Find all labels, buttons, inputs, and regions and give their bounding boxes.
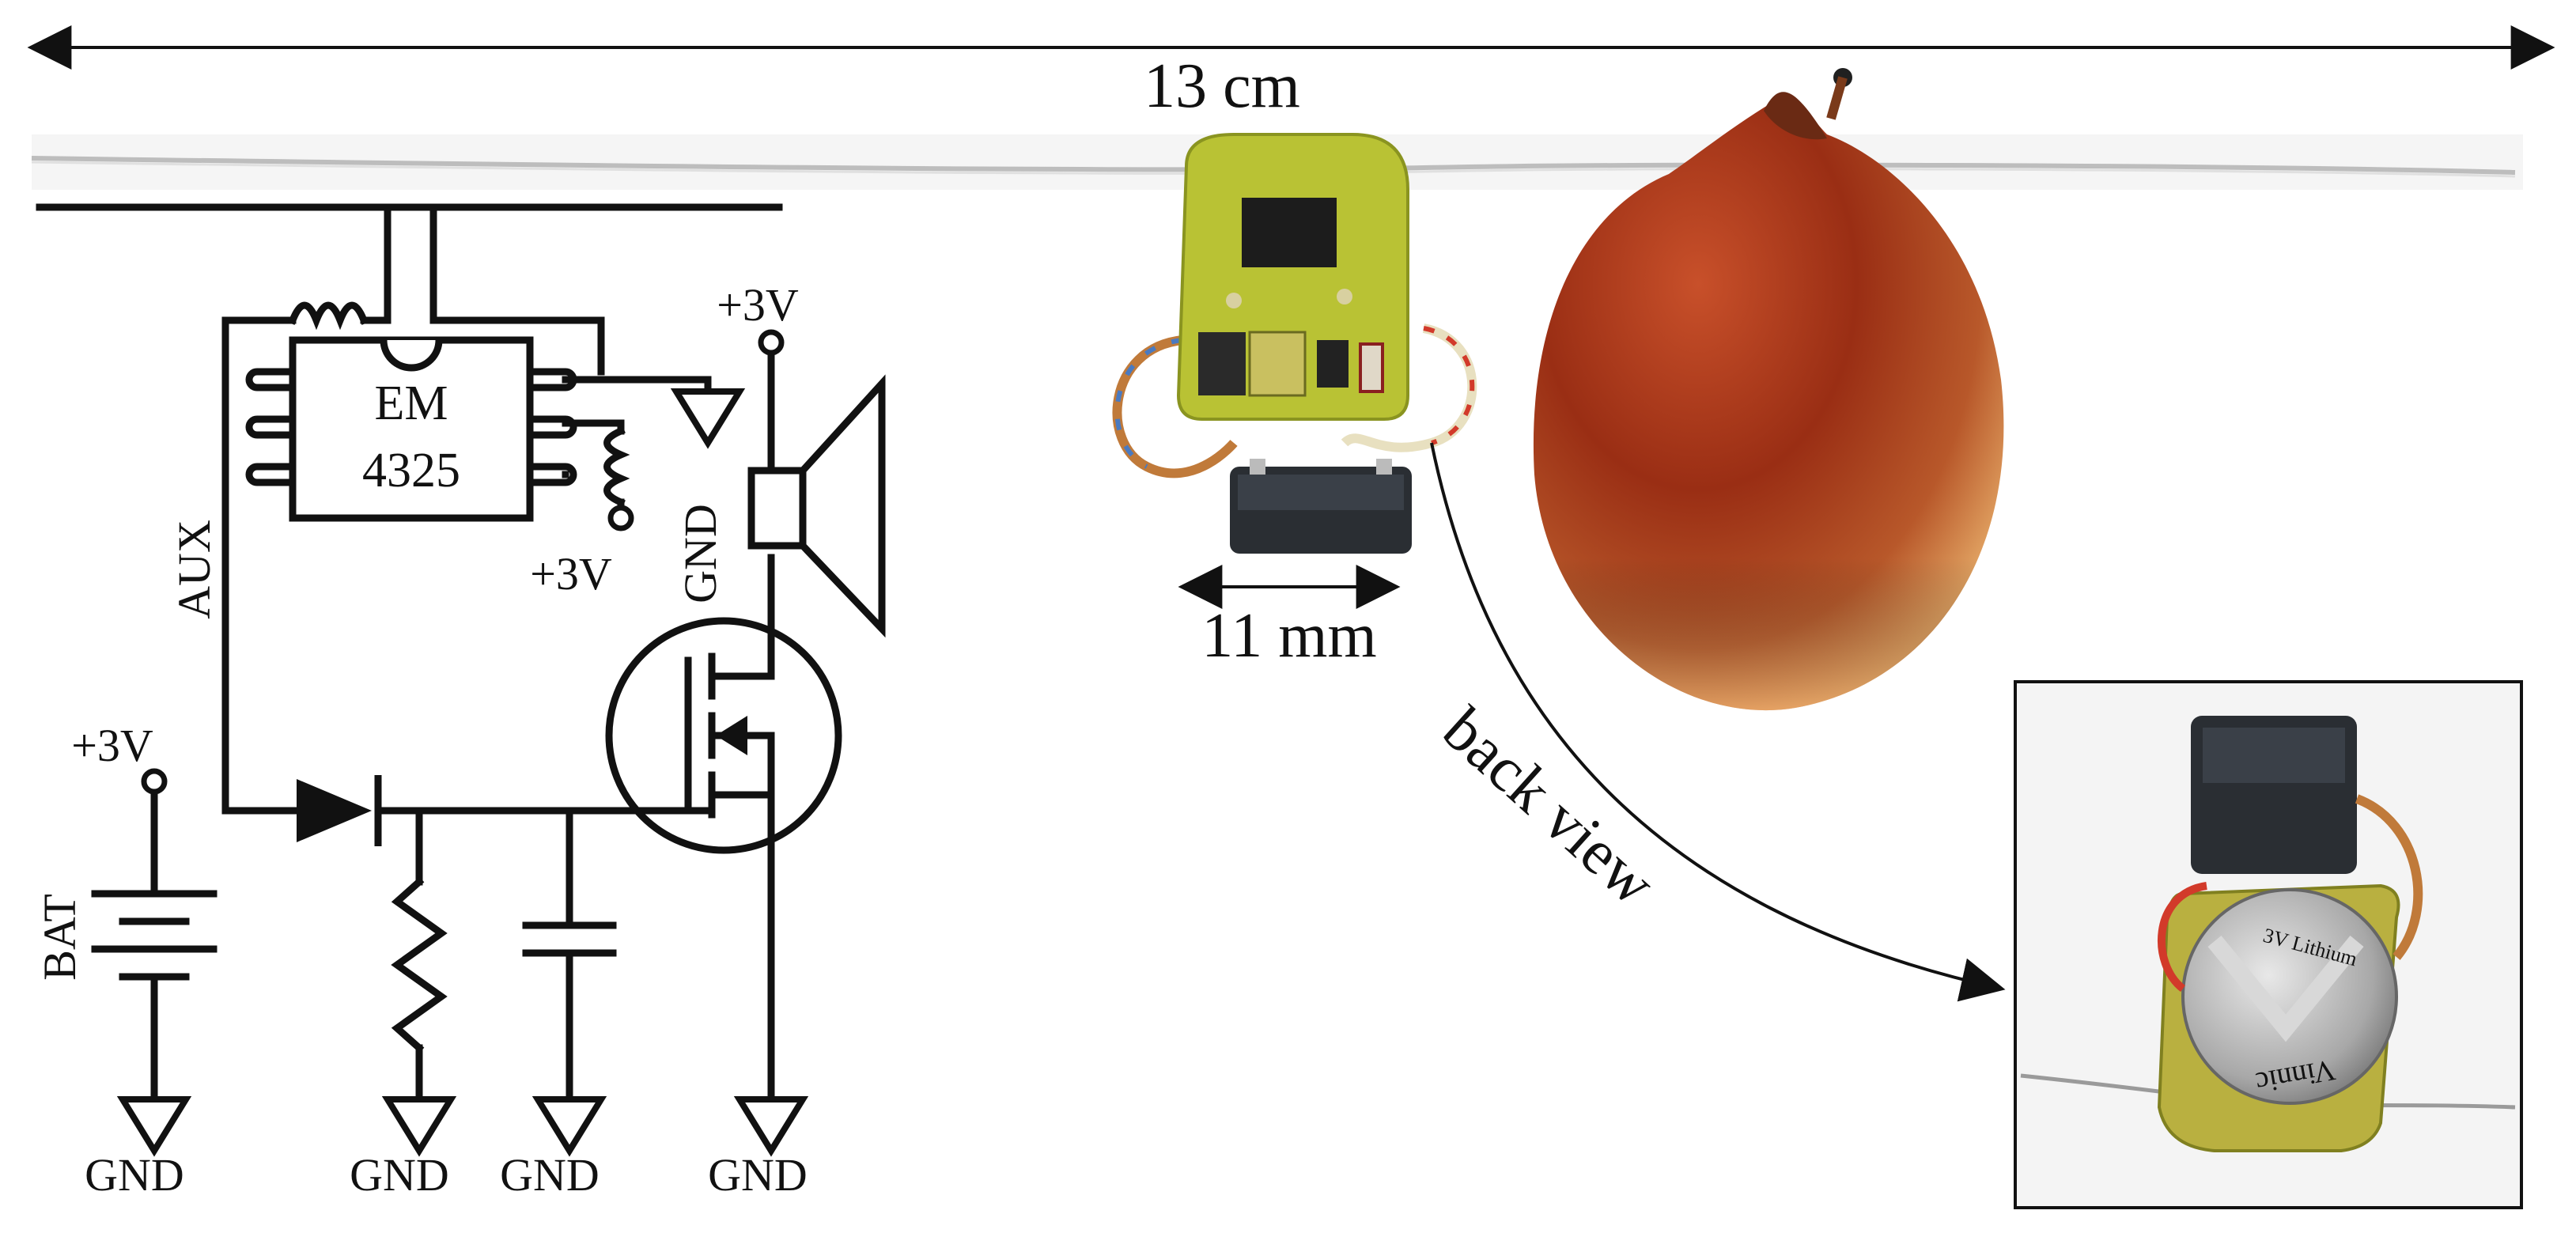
mosfet-arrow	[716, 716, 747, 755]
back-view-arrow	[1430, 442, 2006, 1002]
supply-label-battery: +3V	[71, 720, 153, 771]
circuit-schematic	[36, 203, 842, 1103]
acorn-photo	[1533, 68, 2004, 711]
back-view-inset: 3V Lithium Vinnic	[2014, 680, 2523, 1209]
chip-label-line1: EM	[375, 376, 448, 430]
aux-label: AUX	[168, 520, 220, 619]
supply-terminals	[141, 329, 785, 795]
gnd-label-3: GND	[500, 1149, 600, 1201]
total-length-dimension: 13 cm	[27, 25, 2555, 121]
gnd-label-4: GND	[708, 1149, 808, 1201]
gnd-label-speaker: GND	[675, 504, 726, 603]
gnd-label-2: GND	[350, 1149, 449, 1201]
speaker	[747, 374, 886, 638]
bat-label: BAT	[34, 894, 85, 981]
diode	[297, 775, 382, 846]
ground-symbols	[116, 388, 809, 1157]
supply-label-speaker: +3V	[717, 279, 799, 331]
inductor-top	[288, 301, 369, 331]
resistor	[391, 876, 448, 1053]
board-width-label: 11 mm	[1201, 601, 1376, 671]
back-view-label: back view	[1430, 694, 1669, 919]
coin-cell	[2181, 888, 2398, 1105]
gnd-label-1: GND	[85, 1149, 184, 1201]
supply-label-chip: +3V	[530, 548, 612, 599]
chip-label-line2: 4325	[362, 444, 460, 497]
board-width-dimension: 11 mm	[1178, 565, 1401, 671]
total-length-label: 13 cm	[1144, 51, 1300, 121]
inductor-right	[603, 426, 630, 507]
pcb-photo	[1112, 133, 1477, 554]
mosfet	[605, 617, 842, 854]
